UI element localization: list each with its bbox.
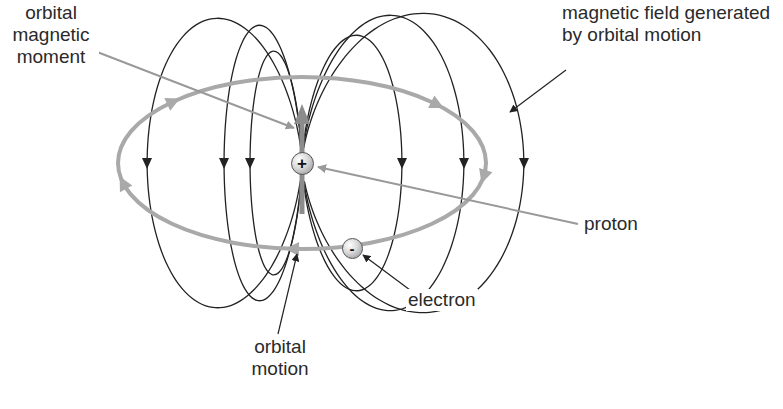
orbit-arrowhead: [113, 173, 132, 192]
field-arrowhead: [219, 158, 229, 169]
leader-line: [278, 254, 297, 334]
field-arrowhead: [519, 158, 529, 169]
field-line: [147, 18, 301, 307]
leader-lines: [92, 50, 578, 334]
moment-head: [294, 104, 310, 124]
electron-label: electron: [406, 289, 478, 311]
moment-label: orbital magnetic moment: [3, 2, 99, 68]
charge-sign: +: [297, 155, 307, 172]
charge-sign: -: [350, 241, 355, 256]
electron-sphere: -: [342, 238, 363, 259]
field-lines: [142, 13, 529, 312]
field-line: [303, 15, 464, 310]
field-line: [304, 13, 524, 312]
orbit-arrowhead: [164, 92, 183, 111]
leader-line: [363, 255, 410, 290]
field-arrowhead: [397, 158, 407, 169]
proton-label: proton: [582, 213, 640, 235]
orbit-arrowhead: [428, 95, 447, 114]
orbit-path: [118, 77, 486, 249]
field-arrowhead: [245, 158, 255, 169]
leader-line: [92, 50, 294, 128]
orbit-arrowhead: [475, 168, 493, 186]
field-arrowhead: [459, 158, 469, 169]
field-label: magnetic field generated by orbital moti…: [560, 2, 779, 46]
field-line: [224, 25, 301, 300]
field-arrowhead: [142, 158, 152, 169]
orbit: [113, 77, 492, 256]
leader-line: [510, 70, 566, 112]
orbit-arrowhead: [285, 242, 299, 256]
orbit-label: orbital motion: [236, 336, 324, 380]
field-line: [303, 35, 402, 291]
proton-sphere: +: [291, 152, 314, 175]
leader-line: [318, 167, 578, 224]
